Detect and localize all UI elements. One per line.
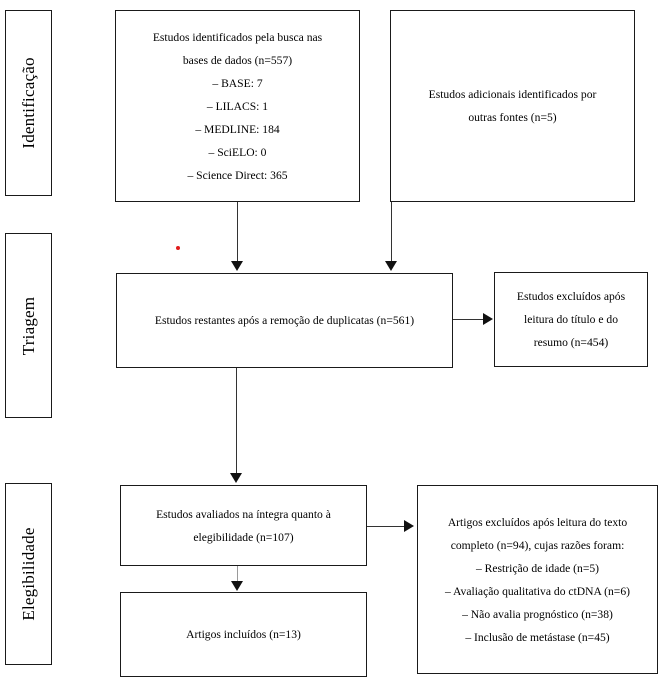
box-studies-excluded-title-abstract-lines: Estudos excluídos após leitura do título… (495, 285, 647, 354)
line-text: completo (n=94), cujas razões foram: (450, 538, 625, 552)
box-articles-included-lines: Artigos incluídos (n=13) (121, 623, 366, 646)
line-text: – LILACS: 1 (206, 99, 269, 113)
stage-label-elegibilidade: Elegibilidade (5, 483, 52, 665)
stage-label-triagem-text: Triagem (18, 296, 38, 355)
line-text: bases de dados (n=557) (182, 53, 293, 67)
box-articles-included: Artigos incluídos (n=13) (120, 592, 367, 677)
line-text: – Não avalia prognóstico (n=38) (462, 607, 613, 621)
stage-label-identificacao: Identificação (5, 10, 52, 196)
line-text: – BASE: 7 (212, 76, 263, 90)
box-articles-excluded-full-text-lines: Artigos excluídos após leitura do texto … (418, 511, 657, 649)
box-studies-identified-databases: Estudos identificados pela busca nas bas… (115, 10, 360, 202)
box-studies-after-duplicates: Estudos restantes após a remoção de dupl… (116, 273, 453, 368)
line-text: – Science Direct: 365 (187, 168, 288, 182)
connector-databases-to-duplicates (237, 202, 239, 262)
box-articles-excluded-full-text: Artigos excluídos após leitura do texto … (417, 485, 658, 674)
connector-duplicates-to-fulltext (236, 368, 238, 474)
line-text: Estudos excluídos após (516, 290, 626, 303)
box-studies-identified-databases-lines: Estudos identificados pela busca nas bas… (116, 26, 359, 187)
connector-duplicates-to-excluded (453, 319, 484, 321)
line-text: – Restrição de idade (n=5) (475, 561, 600, 575)
line-text: resumo (n=454) (533, 336, 609, 349)
line-text: Estudos avaliados na íntegra quanto à (156, 507, 331, 521)
arrowhead-databases-to-duplicates (231, 261, 243, 271)
red-dot-marker (176, 246, 180, 250)
box-studies-excluded-title-abstract: Estudos excluídos após leitura do título… (494, 272, 648, 367)
connector-fulltext-to-included (237, 566, 239, 584)
stage-label-elegibilidade-text: Elegibilidade (18, 527, 38, 621)
connector-fulltext-to-excluded (367, 526, 405, 528)
arrowhead-duplicates-to-fulltext (230, 473, 242, 483)
box-studies-identified-other-sources-lines: Estudos adicionais identificados por out… (391, 83, 634, 129)
line-text: – SciELO: 0 (208, 145, 267, 159)
line-text: outras fontes (n=5) (468, 111, 557, 124)
box-studies-assessed-full-text: Estudos avaliados na íntegra quanto à el… (120, 485, 367, 566)
line-text: – Avaliação qualitativa do ctDNA (n=6) (444, 584, 630, 598)
stage-label-triagem: Triagem (5, 233, 52, 418)
line-text: Estudos restantes após a remoção de dupl… (154, 314, 415, 327)
line-text: Artigos incluídos (n=13) (186, 628, 301, 641)
line-text: leitura do título e do (523, 313, 619, 326)
line-text: – MEDLINE: 184 (195, 122, 280, 136)
box-studies-identified-other-sources: Estudos adicionais identificados por out… (390, 10, 635, 202)
arrowhead-other-sources-to-duplicates (385, 261, 397, 271)
arrowhead-fulltext-to-excluded (404, 520, 414, 532)
stage-label-identificacao-text: Identificação (18, 57, 38, 149)
line-text: Artigos excluídos após leitura do texto (447, 515, 628, 529)
arrowhead-fulltext-to-included (231, 581, 243, 591)
line-text: Estudos adicionais identificados por (428, 88, 597, 101)
line-text: elegibilidade (n=107) (193, 530, 294, 544)
connector-other-sources-down (391, 202, 393, 262)
box-studies-after-duplicates-lines: Estudos restantes após a remoção de dupl… (117, 309, 452, 332)
arrowhead-duplicates-to-excluded (483, 313, 493, 325)
line-text: Estudos identificados pela busca nas (152, 30, 323, 44)
box-studies-assessed-full-text-lines: Estudos avaliados na íntegra quanto à el… (121, 503, 366, 549)
line-text: – Inclusão de metástase (n=45) (465, 630, 610, 644)
